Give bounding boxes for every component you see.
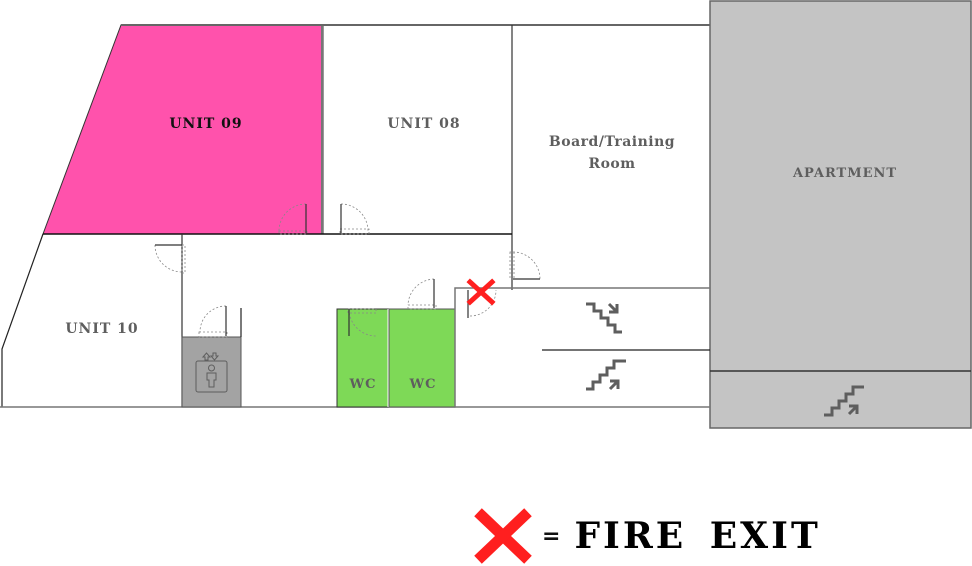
label-apartment: APARTMENT xyxy=(792,166,898,181)
legend: = FIRE EXIT xyxy=(472,506,821,566)
label-unit-10: UNIT 10 xyxy=(65,321,139,337)
label-unit-08: UNIT 08 xyxy=(387,116,461,132)
label-wc-1: WC xyxy=(349,377,377,392)
stairs-down-icon xyxy=(586,302,622,334)
label-board-room-line2: Room xyxy=(588,156,636,172)
stairs-up-icon xyxy=(586,359,626,391)
room-wc-2[interactable] xyxy=(388,308,456,408)
room-lift[interactable] xyxy=(181,336,242,408)
room-unit-10[interactable] xyxy=(1,233,44,407)
room-wc-1[interactable] xyxy=(336,308,389,408)
label-board-room-line1: Board/Training xyxy=(548,134,676,150)
fire-exit-marker-icon[interactable] xyxy=(466,278,496,306)
legend-fire-exit-text: FIRE EXIT xyxy=(574,515,821,557)
red-x-icon xyxy=(474,508,532,564)
elevator-icon xyxy=(195,352,228,393)
room-apartment[interactable] xyxy=(709,0,972,429)
label-wc-2: WC xyxy=(409,377,437,392)
legend-equals: = xyxy=(542,523,561,549)
label-unit-09: UNIT 09 xyxy=(169,116,243,132)
apartment-stairs-icon xyxy=(824,385,864,417)
